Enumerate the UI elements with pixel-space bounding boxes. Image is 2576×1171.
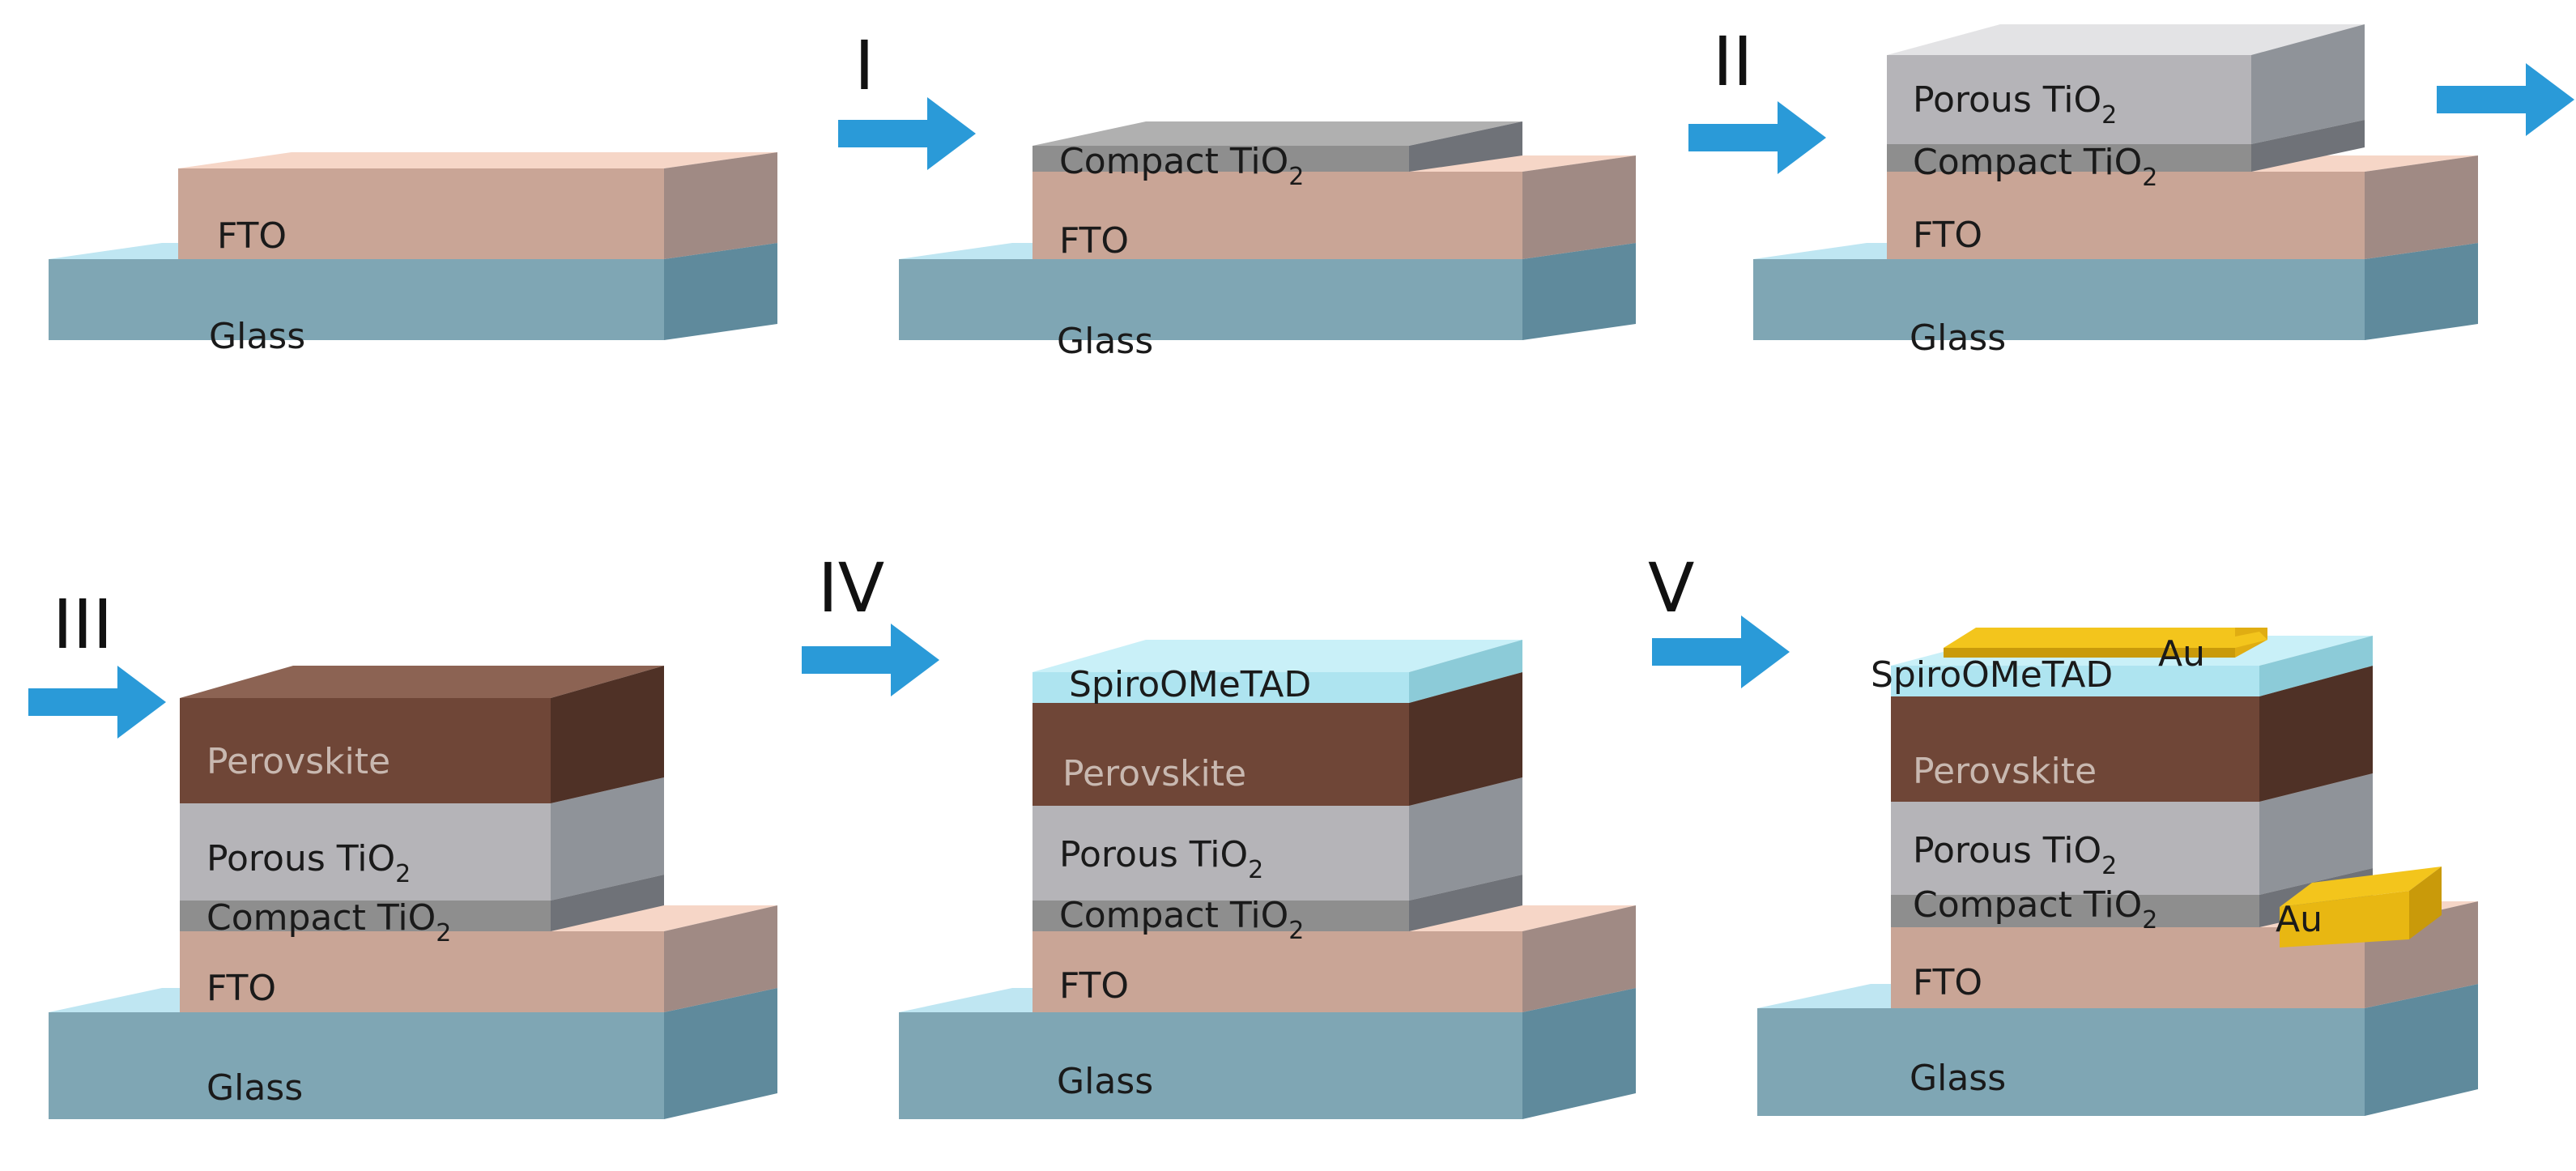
perovskite-label: Perovskite [207,741,390,782]
fto-label: FTO [207,968,276,1009]
step-label-5: V [1648,548,1694,628]
au-top-contact [1944,628,2267,658]
fto-label: FTO [1913,962,1982,1003]
fto-label: FTO [217,215,287,257]
glass-label: Glass [207,1067,303,1109]
compact-tio2-layer [1033,121,1522,172]
right-arrow-icon [28,666,166,739]
perovskite-label: Perovskite [1062,753,1246,794]
compact-tio2-label: Compact TiO2 [1059,895,1304,945]
stage-1: FTO Glass [49,152,777,357]
step-label-3: III [53,585,113,664]
right-arrow-icon [1688,101,1826,174]
porous-tio2-label: Porous TiO2 [1913,79,2117,130]
stage-6: Au Au SpiroOMeTAD Perovskite Porous TiO2… [1757,628,2478,1116]
porous-tio2-label: Porous TiO2 [207,838,411,888]
step-label-2: II [1713,22,1753,101]
compact-tio2-label: Compact TiO2 [1059,141,1304,191]
step-label-1: I [854,26,875,105]
step-label-4: IV [818,548,884,628]
fto-label: FTO [1059,220,1129,262]
glass-label: Glass [1910,1058,2006,1099]
compact-tio2-label: Compact TiO2 [1913,142,2157,192]
right-arrow-icon [2437,63,2574,136]
perovskite-label: Perovskite [1913,751,2097,792]
step-arrow-5: V [1648,548,1790,688]
fto-layer [178,152,777,259]
stage-2: Compact TiO2 FTO Glass [899,121,1636,362]
au-label-top: Au [2158,633,2205,675]
glass-label: Glass [1057,1061,1153,1102]
porous-tio2-label: Porous TiO2 [1059,834,1263,884]
perovskite-layer [180,666,664,803]
fto-label: FTO [1059,965,1129,1007]
right-arrow-icon [802,624,939,696]
spiro-ometad-label: SpiroOMeTAD [1069,664,1311,705]
au-side-contact [2280,867,2442,947]
au-label-side: Au [2276,899,2323,940]
step-arrow-2: II [1688,22,1826,174]
spiro-ometad-label: SpiroOMeTAD [1871,654,2113,696]
stage-4: Perovskite Porous TiO2 Compact TiO2 FTO … [49,666,777,1119]
glass-label: Glass [1910,317,2006,359]
glass-label: Glass [209,316,305,357]
glass-label: Glass [1057,321,1153,362]
step-arrow-3-continued [2437,63,2574,136]
compact-tio2-label: Compact TiO2 [1913,884,2157,935]
porous-tio2-layer [1887,24,2365,144]
step-arrow-4: IV [802,548,939,696]
stage-3: Porous TiO2 Compact TiO2 FTO Glass [1753,24,2478,359]
right-arrow-icon [838,97,976,170]
stage-5: SpiroOMeTAD Perovskite Porous TiO2 Compa… [899,640,1636,1119]
porous-tio2-label: Porous TiO2 [1913,830,2117,880]
step-arrow-1: I [838,26,976,170]
compact-tio2-label: Compact TiO2 [207,897,451,947]
step-arrow-3: III [28,585,166,739]
fto-label: FTO [1913,215,1982,256]
spiro-ometad-layer [1033,640,1522,703]
